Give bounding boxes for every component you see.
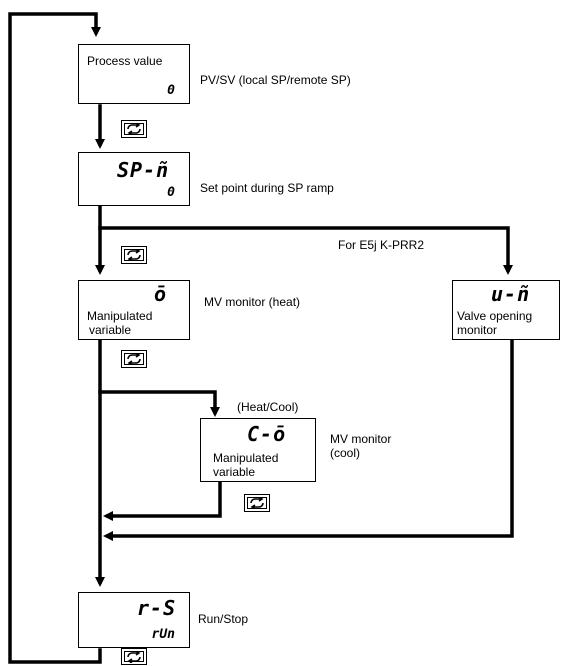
sp-ramp-lcd-bottom: 0 [167,185,175,200]
screen-mv-cool: C-ō Manipulated variable [200,418,316,482]
heat-cool-branch-line [98,390,220,417]
screen-process-value: Process value 0 [78,44,190,104]
cool-return-line [103,480,222,521]
branch-line-top [98,198,513,275]
mode-key-icon [121,350,147,368]
run-stop-description: Run/Stop [198,612,249,626]
pv-description: PV/SV (local SP/remote SP) [200,73,351,87]
screen-run-stop: r-S rUn [78,592,190,648]
mv-heat-lcd: ō [154,282,168,306]
mv-heat-label-1: Manipulated [87,309,153,323]
mv-cool-label-1: Manipulated [213,451,279,465]
valve-opening-label-2: monitor [457,323,498,337]
mv-cool-description-1: MV monitor [330,432,392,446]
mode-key-icon [244,494,270,512]
process-value-label: Process value [87,54,163,68]
mv-cool-description-2: (cool) [330,446,361,460]
mv-cool-lcd: C-ō [247,422,287,446]
branch-model-note: For E5j K-PRR2 [338,238,425,252]
valve-opening-label-1: Valve opening [457,309,533,323]
sp-ramp-lcd-top: SP-ñ [117,158,170,182]
run-stop-lcd-top: r-S [137,596,177,620]
process-value-lcd: 0 [167,83,175,98]
mode-key-icon [121,120,147,138]
mode-key-icon [121,648,147,665]
valve-opening-lcd: u-ñ [491,282,531,306]
valve-return-line [103,338,514,541]
sp-ramp-description: Set point during SP ramp [200,181,334,195]
mode-key-icon [121,246,147,264]
run-stop-lcd-bottom: rUn [151,627,175,642]
heat-cool-note: (Heat/Cool) [237,400,299,414]
return-loop-line [8,12,102,664]
mv-heat-description: MV monitor (heat) [204,295,301,309]
screen-valve-opening: u-ñ Valve opening monitor [452,280,560,340]
screen-sp-ramp: SP-ñ 0 [78,152,190,206]
screen-mv-heat: ō Manipulated variable [78,280,190,340]
mv-cool-label-2: variable [213,465,256,479]
mv-heat-label-2: variable [89,323,132,337]
